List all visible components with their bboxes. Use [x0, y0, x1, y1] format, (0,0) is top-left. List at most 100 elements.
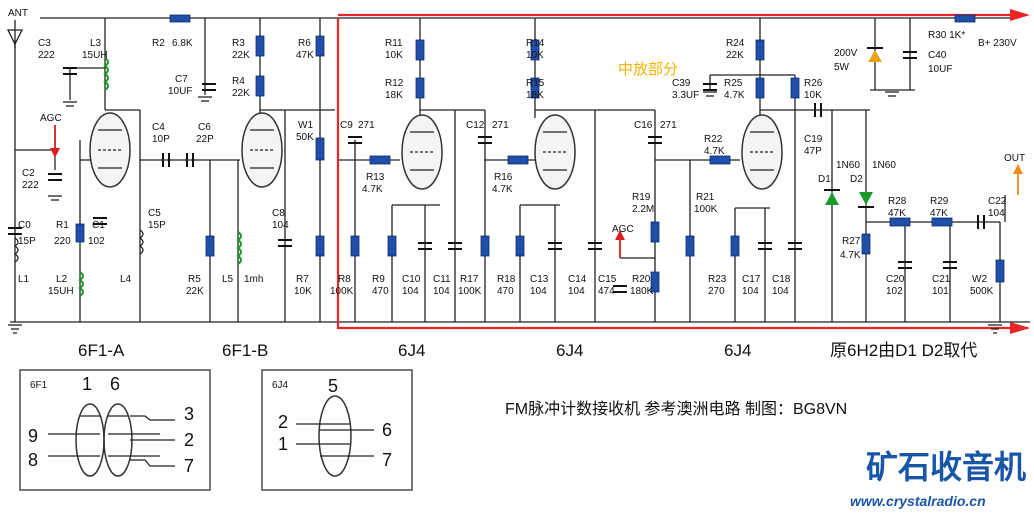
svg-text:47K: 47K	[888, 208, 906, 219]
svg-text:R20: R20	[632, 274, 651, 285]
svg-text:R17: R17	[460, 274, 479, 285]
svg-text:4.7K: 4.7K	[840, 250, 861, 261]
antenna-icon	[6, 20, 24, 48]
svg-text:22K: 22K	[232, 88, 250, 99]
tube-6j4-1-symbol	[401, 114, 443, 190]
svg-text:271: 271	[660, 120, 677, 131]
svg-text:C15: C15	[598, 274, 617, 285]
svg-text:470: 470	[372, 286, 389, 297]
svg-text:4.7K: 4.7K	[362, 184, 383, 195]
svg-text:50K: 50K	[296, 132, 314, 143]
svg-text:104: 104	[272, 220, 289, 231]
svg-text:104: 104	[530, 286, 547, 297]
svg-text:AGC: AGC	[612, 224, 634, 235]
svg-text:C7: C7	[175, 74, 188, 85]
svg-text:22K: 22K	[186, 286, 204, 297]
legend-6f1-pin: 9	[28, 426, 38, 446]
svg-text:15UH: 15UH	[48, 286, 74, 297]
svg-text:222: 222	[22, 180, 39, 191]
legend-6f1-title: 6F1	[30, 380, 48, 391]
svg-text:R7: R7	[296, 274, 309, 285]
svg-text:10P: 10P	[152, 134, 170, 145]
legend-6f1-pin: 3	[184, 404, 194, 424]
section-label: 中放部分	[618, 61, 678, 78]
svg-text:AGC: AGC	[40, 113, 62, 124]
svg-text:22K: 22K	[232, 50, 250, 61]
svg-text:6.8K: 6.8K	[172, 38, 193, 49]
svg-text:22K: 22K	[726, 50, 744, 61]
legend-6j4-title: 6J4	[272, 380, 289, 391]
svg-text:R24: R24	[726, 38, 745, 49]
svg-text:C12: C12	[466, 120, 485, 131]
legend-6f1-pin: 1	[82, 374, 92, 394]
svg-text:R16: R16	[494, 172, 513, 183]
ground-icon	[8, 91, 1002, 334]
svg-text:R11: R11	[385, 38, 403, 49]
svg-text:100K: 100K	[458, 286, 482, 297]
legend-6j4-pin: 7	[382, 450, 392, 470]
agc-arrow-icon	[50, 125, 625, 258]
tube-6f1-b-symbol	[241, 112, 283, 188]
svg-text:474: 474	[598, 286, 615, 297]
svg-text:R6: R6	[298, 38, 311, 49]
svg-text:180K: 180K	[630, 286, 654, 297]
svg-text:C13: C13	[530, 274, 549, 285]
svg-text:C40: C40	[928, 50, 947, 61]
svg-text:10K: 10K	[526, 50, 544, 61]
svg-text:R25: R25	[724, 78, 743, 89]
legend-6f1-pin: 7	[184, 456, 194, 476]
tube-name-6f1-a: 6F1-A	[78, 341, 125, 360]
tube-name-6j4-1: 6J4	[398, 341, 425, 360]
svg-text:L4: L4	[120, 274, 132, 285]
legend-6j4-pin: 2	[278, 412, 288, 432]
supply-label: B+ 230V	[978, 38, 1017, 49]
svg-text:C22: C22	[988, 196, 1007, 207]
svg-text:C3: C3	[38, 38, 51, 49]
svg-text:104: 104	[988, 208, 1005, 219]
output-label: OUT	[1004, 153, 1025, 164]
svg-text:R19: R19	[632, 192, 651, 203]
svg-text:C39: C39	[672, 78, 691, 89]
svg-text:104: 104	[742, 286, 759, 297]
svg-text:R29: R29	[930, 196, 949, 207]
svg-text:10K: 10K	[294, 286, 312, 297]
svg-text:R21: R21	[696, 192, 715, 203]
legend-6j4-pinout	[261, 369, 413, 491]
svg-text:R14: R14	[526, 38, 545, 49]
svg-text:101: 101	[932, 286, 949, 297]
svg-text:W2: W2	[972, 274, 987, 285]
svg-text:10UF: 10UF	[168, 86, 192, 97]
svg-text:C4: C4	[152, 122, 165, 133]
legend-6f1-pin: 6	[110, 374, 120, 394]
svg-text:15P: 15P	[18, 236, 36, 247]
svg-text:18K: 18K	[526, 90, 544, 101]
svg-text:22P: 22P	[196, 134, 214, 145]
antenna-label: ANT	[8, 8, 28, 19]
svg-text:C18: C18	[772, 274, 791, 285]
tube-6f1-a-symbol	[89, 112, 131, 188]
legend-6f1-pinout	[19, 369, 211, 491]
legend-6j4-pin: 6	[382, 420, 392, 440]
svg-text:R8: R8	[338, 274, 351, 285]
svg-text:W1: W1	[298, 120, 313, 131]
watermark-logo: 矿石收音机	[866, 449, 1026, 485]
svg-text:10K: 10K	[385, 50, 403, 61]
svg-text:470: 470	[497, 286, 514, 297]
resistor-bodies	[75, 14, 1005, 293]
svg-text:R13: R13	[366, 172, 385, 183]
svg-text:1mh: 1mh	[244, 274, 263, 285]
svg-text:R30 1K*: R30 1K*	[928, 30, 965, 41]
svg-text:C19: C19	[804, 134, 823, 145]
svg-text:R18: R18	[497, 274, 516, 285]
svg-text:47K: 47K	[930, 208, 948, 219]
svg-text:271: 271	[358, 120, 375, 131]
svg-text:C2: C2	[22, 168, 35, 179]
svg-text:R5: R5	[188, 274, 201, 285]
svg-text:C6: C6	[198, 122, 211, 133]
svg-text:D1: D1	[818, 174, 831, 185]
svg-text:5W: 5W	[834, 62, 850, 73]
svg-text:R4: R4	[232, 76, 245, 87]
svg-text:500K: 500K	[970, 286, 994, 297]
svg-text:47P: 47P	[804, 146, 822, 157]
svg-text:L3: L3	[90, 38, 102, 49]
